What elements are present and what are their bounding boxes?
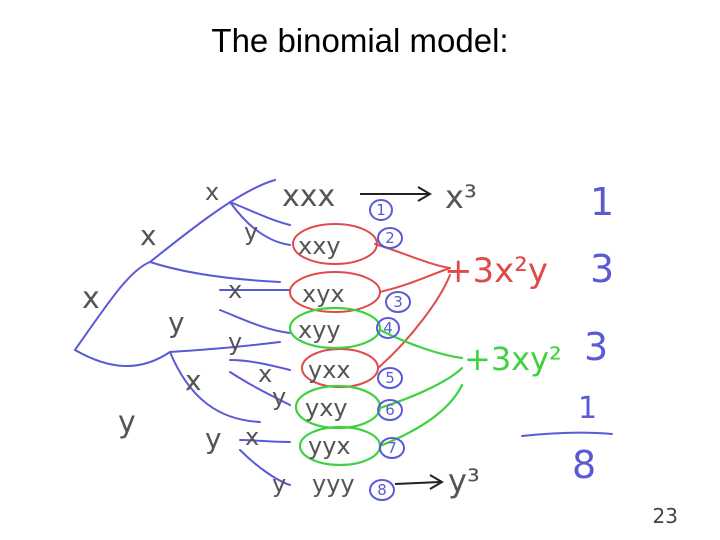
tree-label: x	[258, 360, 272, 388]
outcome-words: xxx xxy xyx xyy yxx yxy yyx yyy	[282, 179, 355, 498]
outcome-word: xxx	[282, 179, 335, 214]
outcome-word: xyy	[298, 316, 341, 344]
fraction-bar	[521, 431, 613, 437]
outcome-index: 7	[387, 439, 397, 457]
green-loops	[288, 306, 464, 467]
tree-level1-labels: x y	[82, 281, 136, 440]
outcome-word: yxx	[308, 356, 351, 384]
tree-label: x	[82, 281, 100, 316]
red-loops	[289, 223, 451, 388]
tree-level3-labels: x y x y x y x y	[205, 178, 286, 498]
result-top: x³	[445, 178, 477, 216]
outcome-index-numbers: 1 2 3 4 5 6 7 8	[376, 201, 403, 499]
outcome-index-circles	[369, 199, 411, 501]
outcome-word: xyx	[302, 280, 345, 308]
tree-label: x	[205, 178, 219, 206]
result-terms: x³ +3x²y +3xy² y³	[444, 178, 562, 500]
outcome-index: 3	[393, 293, 403, 311]
tree-label: y	[228, 328, 242, 356]
tree-label: y	[118, 405, 136, 440]
outcome-word: yyx	[308, 432, 351, 460]
tree-label: y	[272, 470, 286, 498]
slide-title: The binomial model:	[211, 22, 509, 59]
outcome-index: 4	[383, 319, 393, 337]
coefficient: 3	[590, 247, 614, 291]
outcome-word: yxy	[305, 394, 348, 422]
result-arrows	[360, 186, 444, 490]
result-red-term: +3x²y	[444, 251, 548, 291]
coefficient-column: 1 3 3 1 8	[572, 180, 614, 487]
outcome-index: 1	[376, 201, 386, 219]
page-number: 23	[652, 504, 678, 528]
result-bottom: y³	[448, 462, 480, 500]
coefficient: 3	[584, 325, 608, 369]
tree-label: y	[244, 218, 258, 246]
coefficient: 1	[590, 180, 614, 224]
tree-label: x	[245, 423, 259, 451]
tree-label: y	[272, 383, 286, 411]
tree-label: y	[205, 422, 222, 455]
outcome-index: 8	[377, 481, 387, 499]
outcome-word: xxy	[298, 232, 341, 260]
tree-label: x	[228, 276, 242, 304]
outcome-index: 5	[385, 369, 395, 387]
outcome-index: 6	[385, 401, 395, 419]
tree-label: x	[140, 219, 157, 252]
tree-label: y	[168, 306, 185, 339]
tree-branches	[74, 179, 291, 486]
fraction-denominator: 8	[572, 443, 596, 487]
fraction-numerator: 1	[578, 391, 597, 426]
tree-label: x	[185, 364, 202, 397]
outcome-word: yyy	[312, 470, 355, 498]
tree-level2-labels: x y x y	[140, 219, 222, 455]
result-green-term: +3xy²	[464, 340, 562, 378]
outcome-index: 2	[385, 229, 395, 247]
